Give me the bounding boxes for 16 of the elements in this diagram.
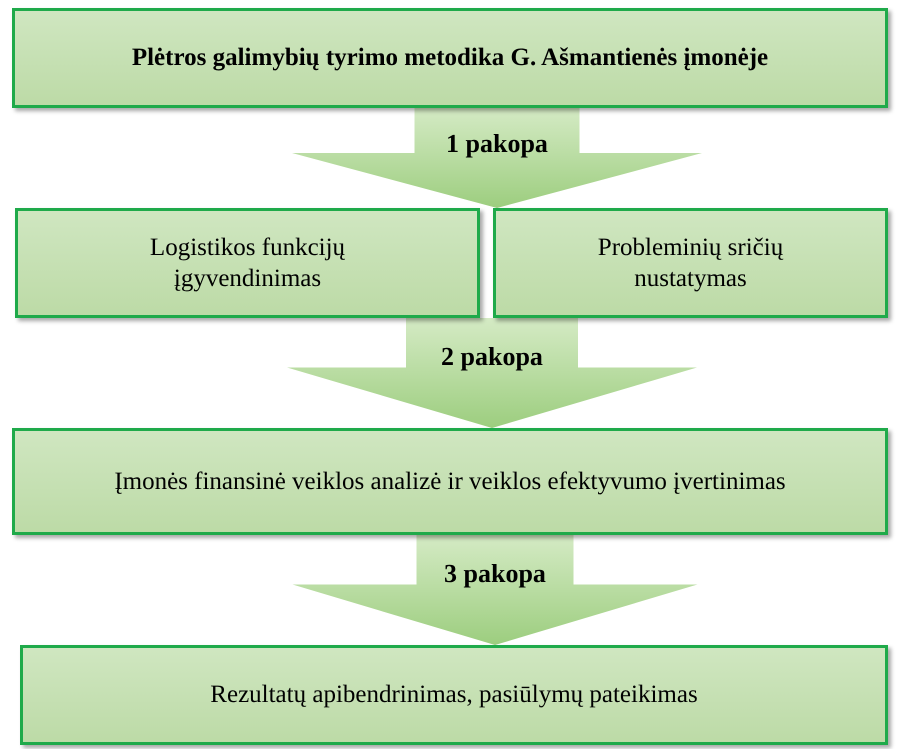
edge-label: 2 pakopa xyxy=(441,342,543,372)
box-text: Probleminių sričių nustatymas xyxy=(596,232,784,294)
block-arrow xyxy=(292,108,702,208)
process-box xyxy=(20,645,888,745)
process-box xyxy=(12,428,888,535)
process-box xyxy=(15,208,480,318)
process-box xyxy=(12,8,888,108)
edge-label: 3 pakopa xyxy=(444,558,546,589)
block-arrow xyxy=(287,318,697,428)
box-text: Logistikos funkcijų įgyvendinimas xyxy=(148,232,346,294)
block-arrow xyxy=(292,535,698,645)
process-box xyxy=(493,208,888,318)
box-text: Rezultatų apibendrinimas, pasiūlymų pateikimas xyxy=(209,680,699,710)
edge-label: 1 pakopa xyxy=(446,128,548,159)
box-text: Plėtros galimybių tyrimo metodika G. Ašmantienės įmonėje xyxy=(130,43,770,74)
box-text: Įmonės finansinė veiklos analizė ir veiklos efektyvumo įvertinimas xyxy=(113,466,787,497)
